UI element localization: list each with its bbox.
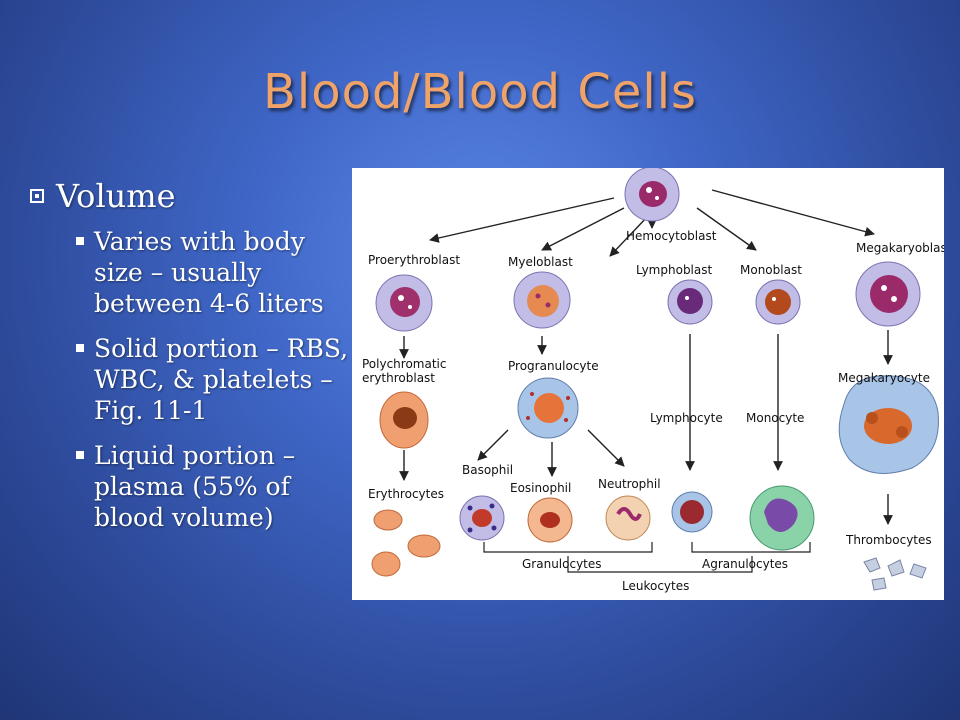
arrow [541,207,625,251]
sub-bullet-text: Varies with body size – usually between … [94,227,324,318]
sub-bullet-text: Solid portion – RBS, WBC, & platelets – … [94,334,349,425]
label-agranulocytes: Agranulocytes [702,557,788,571]
erythrocytes-group [371,509,441,577]
slide-title: Blood/Blood Cells [262,64,698,120]
label-thrombocytes: Thrombocytes [845,533,932,547]
progranulocyte-cell [517,377,579,439]
bullet-heading: Volume [56,177,176,215]
label-megakaryocyte: Megakaryocyte [838,371,930,385]
megakaryoblast-cell [855,261,921,327]
arrow [609,215,649,257]
arrow [587,429,625,467]
square-bullet-icon [30,189,44,203]
blood-cell-diagram: Hemocytoblast Proerythroblast Myeloblast… [352,168,944,600]
label-lymphoblast: Lymphoblast [636,263,712,277]
label-erythrocytes: Erythrocytes [368,487,444,501]
label-proerythroblast: Proerythroblast [368,253,460,267]
lymphocyte-cell [671,491,713,533]
label-monoblast: Monoblast [740,263,802,277]
arrow [477,429,509,461]
thrombocytes-group [863,557,927,591]
label-neutrophil: Neutrophil [598,477,661,491]
arrow [711,189,875,237]
monoblast-cell [755,279,801,325]
lymphoblast-cell [667,279,713,325]
arrow [429,197,615,243]
sub-bullet: Solid portion – RBS, WBC, & platelets – … [76,333,356,426]
label-erythroblast: erythroblast [362,371,435,385]
label-progranulocyte: Progranulocyte [508,359,599,373]
monocyte-cell [749,485,815,551]
neutrophil-cell [605,495,651,541]
polychromatic-erythroblast-cell [379,391,429,449]
sub-bullet: Varies with body size – usually between … [76,226,356,319]
label-eosinophil: Eosinophil [510,481,571,495]
label-hemocytoblast: Hemocytoblast [626,229,717,243]
label-basophil: Basophil [462,463,513,477]
label-leukocytes: Leukocytes [622,579,689,593]
bullet-volume: Volume [26,178,356,214]
myeloblast-cell [513,271,571,329]
hemocytoblast-cell [624,168,680,222]
diagram-svg: Hemocytoblast Proerythroblast Myeloblast… [362,168,944,593]
classification-brackets [483,542,811,573]
leukocytes-bracket [567,556,753,573]
arrow [696,207,757,251]
eosinophil-cell [527,497,573,543]
label-monocyte: Monocyte [746,411,804,425]
square-bullet-icon [76,237,84,245]
label-megakaryoblast: Megakaryoblast [856,241,944,255]
bullet-list: Volume Varies with body size – usually b… [26,178,356,547]
label-granulocytes: Granulocytes [522,557,602,571]
sub-bullet-text: Liquid portion – plasma (55% of blood vo… [94,441,296,532]
square-bullet-icon [76,344,84,352]
lineage-arrows [399,189,893,525]
square-bullet-icon [76,451,84,459]
proerythroblast-cell [375,274,433,332]
basophil-cell [459,495,505,541]
agranulocytes-bracket [691,542,811,553]
granulocytes-bracket [483,542,653,553]
sub-bullet: Liquid portion – plasma (55% of blood vo… [76,440,356,533]
label-lymphocyte: Lymphocyte [650,411,723,425]
label-myeloblast: Myeloblast [508,255,573,269]
megakaryocyte-cell [838,375,939,474]
label-polychromatic: Polychromatic [362,357,446,371]
